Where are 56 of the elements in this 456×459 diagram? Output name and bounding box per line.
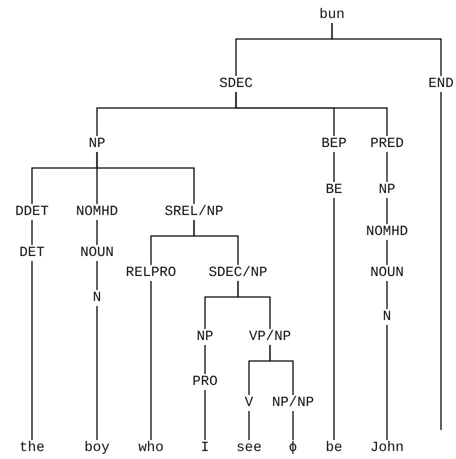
tree-node-label: NP	[196, 329, 214, 345]
tree-branch	[386, 240, 388, 265]
tree-branch	[204, 345, 206, 374]
tree-node-label: END	[427, 76, 455, 92]
tree-node-label: BE	[324, 182, 344, 198]
tree-branch	[333, 198, 335, 440]
tree-node-label: I	[200, 440, 210, 456]
tree-node-label: boy	[83, 440, 111, 456]
tree-node-label: SREL/NP	[164, 204, 224, 220]
tree-branch	[96, 261, 98, 290]
tree-node-label: PRED	[369, 136, 405, 152]
tree-branch	[386, 152, 388, 182]
tree-branch	[386, 281, 388, 309]
tree-node-label: VP/NP	[248, 329, 292, 345]
tree-node-label: NOMHD	[75, 204, 119, 220]
tree-node-label: bun	[318, 7, 346, 23]
tree-branch	[292, 411, 294, 440]
tree-node-label: DET	[18, 245, 46, 261]
tree-node-label: be	[324, 440, 344, 456]
tree-node-label: NOUN	[79, 245, 115, 261]
tree-branch	[150, 281, 152, 440]
tree-node-label: NP	[378, 182, 396, 198]
tree-node-label: NP	[88, 136, 106, 152]
tree-branch	[269, 345, 294, 395]
tree-node-label: BEP	[320, 136, 348, 152]
tree-node-label: V	[244, 395, 254, 411]
tree-branch	[440, 92, 442, 430]
tree-branch	[235, 92, 388, 136]
tree-node-label: NP/NP	[271, 395, 315, 411]
tree-branch	[96, 306, 98, 440]
tree-branch	[31, 261, 33, 440]
tree-branch	[386, 325, 388, 440]
tree-node-label: see	[235, 440, 263, 456]
tree-branch	[204, 390, 206, 440]
tree-node-label: SDEC/NP	[208, 265, 268, 281]
tree-node-label: DDET	[14, 204, 50, 220]
tree-node-label: PRO	[191, 374, 219, 390]
tree-node-label: N	[382, 309, 392, 325]
tree-node-label: N	[92, 290, 102, 306]
tree-branch	[31, 220, 33, 245]
tree-node-label: ϕ	[288, 440, 298, 456]
tree-node-label: SDEC	[218, 76, 254, 92]
tree-node-label: NOUN	[369, 265, 405, 281]
tree-node-label: John	[369, 440, 405, 456]
tree-branch	[237, 281, 271, 329]
tree-branch	[386, 198, 388, 224]
tree-branch	[248, 411, 250, 440]
tree-branch	[333, 152, 335, 182]
tree-node-label: who	[137, 440, 165, 456]
tree-branch	[96, 152, 195, 204]
tree-branch	[193, 220, 239, 265]
tree-branch	[96, 220, 98, 245]
tree-node-label: NOMHD	[365, 224, 409, 240]
tree-branch	[331, 23, 442, 76]
tree-node-label: the	[18, 440, 46, 456]
tree-node-label: RELPRO	[124, 265, 178, 281]
